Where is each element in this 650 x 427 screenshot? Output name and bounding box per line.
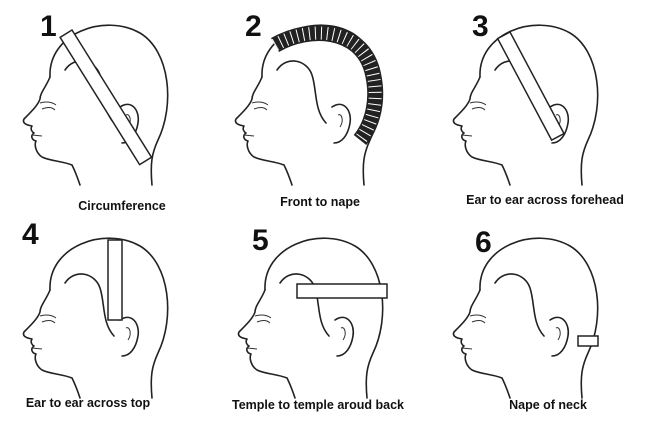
- panel-label: Circumference: [78, 199, 166, 213]
- panel-ear-to-ear-top: [22, 237, 169, 399]
- measuring-tape: [107, 239, 123, 321]
- step-number: 6: [475, 226, 492, 259]
- panel-ear-to-ear-forehead: [452, 24, 599, 186]
- step-number: 4: [22, 218, 39, 251]
- step-number: 3: [472, 10, 489, 43]
- step-number: 2: [245, 10, 262, 43]
- panel-label: Ear to ear across forehead: [466, 193, 624, 207]
- panel-label: Front to nape: [280, 195, 360, 209]
- measuring-tape: [496, 30, 566, 142]
- panel-temple-to-temple: [237, 237, 388, 399]
- head-profile: [22, 237, 169, 399]
- panel-front-to-nape: [234, 24, 384, 186]
- measuring-tape: [296, 283, 388, 299]
- step-number: 1: [40, 10, 57, 43]
- head-profile: [452, 237, 599, 399]
- measuring-tape: [271, 25, 384, 145]
- panel-label: Temple to temple aroud back: [231, 398, 405, 412]
- panel-label: Nape of neck: [509, 398, 587, 412]
- panel-circumference: [22, 24, 169, 186]
- measuring-tape: [577, 335, 599, 347]
- measuring-tape: [59, 28, 153, 166]
- head-profile: [237, 237, 384, 399]
- panel-label: Ear to ear across top: [25, 396, 151, 410]
- head-profile: [452, 24, 599, 186]
- panel-nape-of-neck: [452, 237, 599, 399]
- step-number: 5: [252, 224, 269, 257]
